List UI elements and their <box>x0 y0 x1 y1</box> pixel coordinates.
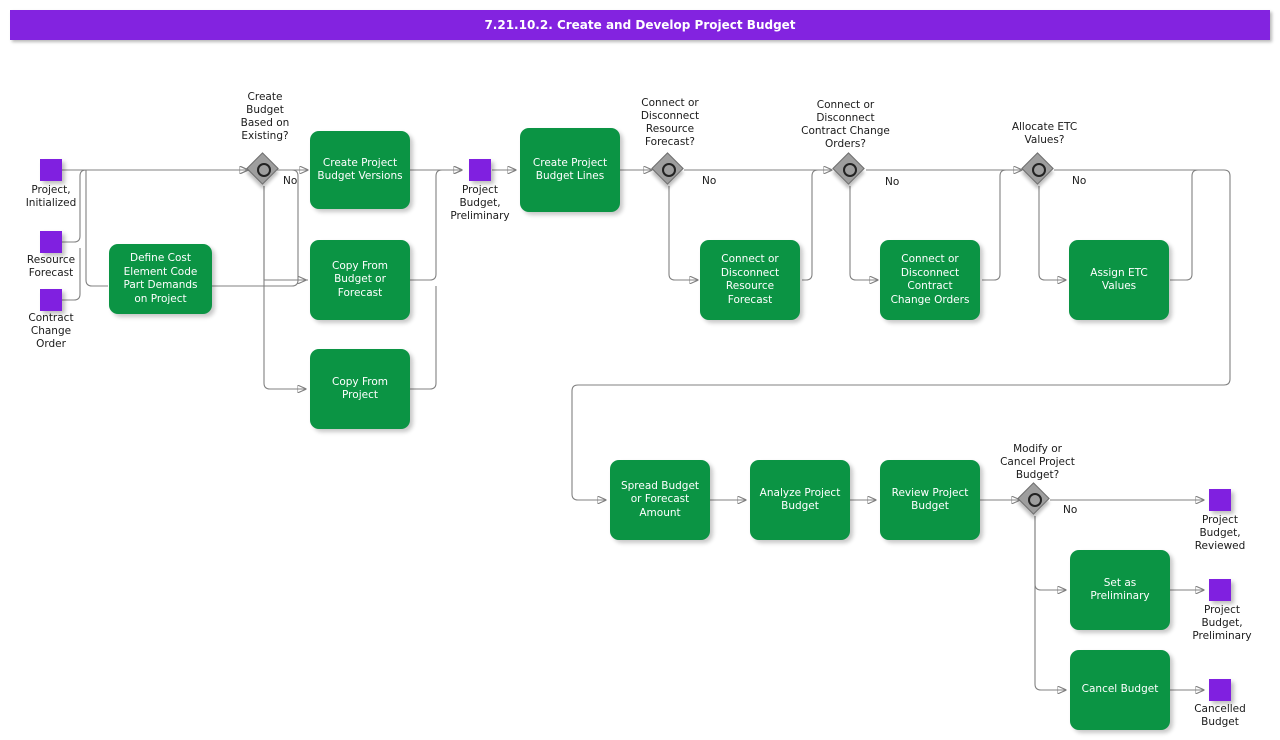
task-set-as-preliminary[interactable]: Set as Preliminary <box>1070 550 1170 630</box>
task-review-project-budget[interactable]: Review Project Budget <box>880 460 980 540</box>
gateway-label-modify-or-cancel-project-budget: Modify or Cancel Project Budget? <box>1000 443 1075 481</box>
data-object-label-cancelled-budget: Cancelled Budget <box>1194 703 1246 728</box>
task-cancel-budget[interactable]: Cancel Budget <box>1070 650 1170 730</box>
data-object-label-project-budget-preliminary-mid: Project Budget, Preliminary <box>450 184 510 222</box>
edge-label-modify-cancel-no: No <box>1063 504 1078 516</box>
gateway-ring-icon <box>256 162 271 177</box>
gateway-modify-or-cancel-project-budget[interactable] <box>1017 482 1050 515</box>
gateway-allocate-etc-values[interactable] <box>1021 152 1054 185</box>
task-create-project-budget-versions[interactable]: Create Project Budget Versions <box>310 131 410 209</box>
data-object-project-budget-preliminary[interactable] <box>1209 579 1231 601</box>
gateway-ring-icon <box>661 162 676 177</box>
data-object-label-project-budget-preliminary: Project Budget, Preliminary <box>1192 604 1252 642</box>
task-analyze-project-budget[interactable]: Analyze Project Budget <box>750 460 850 540</box>
gateway-ring-icon <box>1031 162 1046 177</box>
task-assign-etc-values[interactable]: Assign ETC Values <box>1069 240 1169 320</box>
gateway-label-create-budget-based-on-existing: Create Budget Based on Existing? <box>240 91 290 142</box>
data-object-label-resource-forecast: Resource Forecast <box>26 254 76 279</box>
data-object-cancelled-budget[interactable] <box>1209 679 1231 701</box>
gateway-label-allocate-etc-values: Allocate ETC Values? <box>1011 121 1078 146</box>
task-connect-disconnect-resource-forecast[interactable]: Connect or Disconnect Resource Forecast <box>700 240 800 320</box>
edge-label-allocate-etc-no: No <box>1072 175 1087 187</box>
edge-label-create-budget-no: No <box>283 175 298 187</box>
gateway-ring-icon <box>1027 492 1042 507</box>
gateway-label-connect-disconnect-resource-forecast: Connect or Disconnect Resource Forecast? <box>640 97 700 148</box>
gateway-connect-disconnect-contract-change-orders[interactable] <box>832 152 865 185</box>
gateway-connect-disconnect-resource-forecast[interactable] <box>651 152 684 185</box>
gateway-create-budget-based-on-existing[interactable] <box>246 152 279 185</box>
data-object-contract-change-order[interactable] <box>40 289 62 311</box>
data-object-project-initialized[interactable] <box>40 159 62 181</box>
data-object-label-project-budget-reviewed: Project Budget, Reviewed <box>1194 514 1246 552</box>
page-title: 7.21.10.2. Create and Develop Project Bu… <box>484 18 796 32</box>
page-title-bar: 7.21.10.2. Create and Develop Project Bu… <box>10 10 1270 40</box>
task-copy-from-project[interactable]: Copy From Project <box>310 349 410 429</box>
data-object-project-budget-preliminary-mid[interactable] <box>469 159 491 181</box>
task-copy-from-budget-or-forecast[interactable]: Copy From Budget or Forecast <box>310 240 410 320</box>
data-object-label-project-initialized: Project, Initialized <box>25 184 77 209</box>
task-define-cost-element-code-part-demands[interactable]: Define Cost Element Code Part Demands on… <box>109 244 212 314</box>
data-object-resource-forecast[interactable] <box>40 231 62 253</box>
task-connect-disconnect-contract-change-orders[interactable]: Connect or Disconnect Contract Change Or… <box>880 240 980 320</box>
edge-label-resource-forecast-no: No <box>702 175 717 187</box>
data-object-project-budget-reviewed[interactable] <box>1209 489 1231 511</box>
data-object-label-contract-change-order: Contract Change Order <box>28 312 74 350</box>
task-spread-budget-or-forecast-amount[interactable]: Spread Budget or Forecast Amount <box>610 460 710 540</box>
gateway-ring-icon <box>842 162 857 177</box>
edge-label-contract-change-no: No <box>885 176 900 188</box>
task-create-project-budget-lines[interactable]: Create Project Budget Lines <box>520 128 620 212</box>
gateway-label-connect-disconnect-contract-change-orders: Connect or Disconnect Contract Change Or… <box>801 99 890 150</box>
